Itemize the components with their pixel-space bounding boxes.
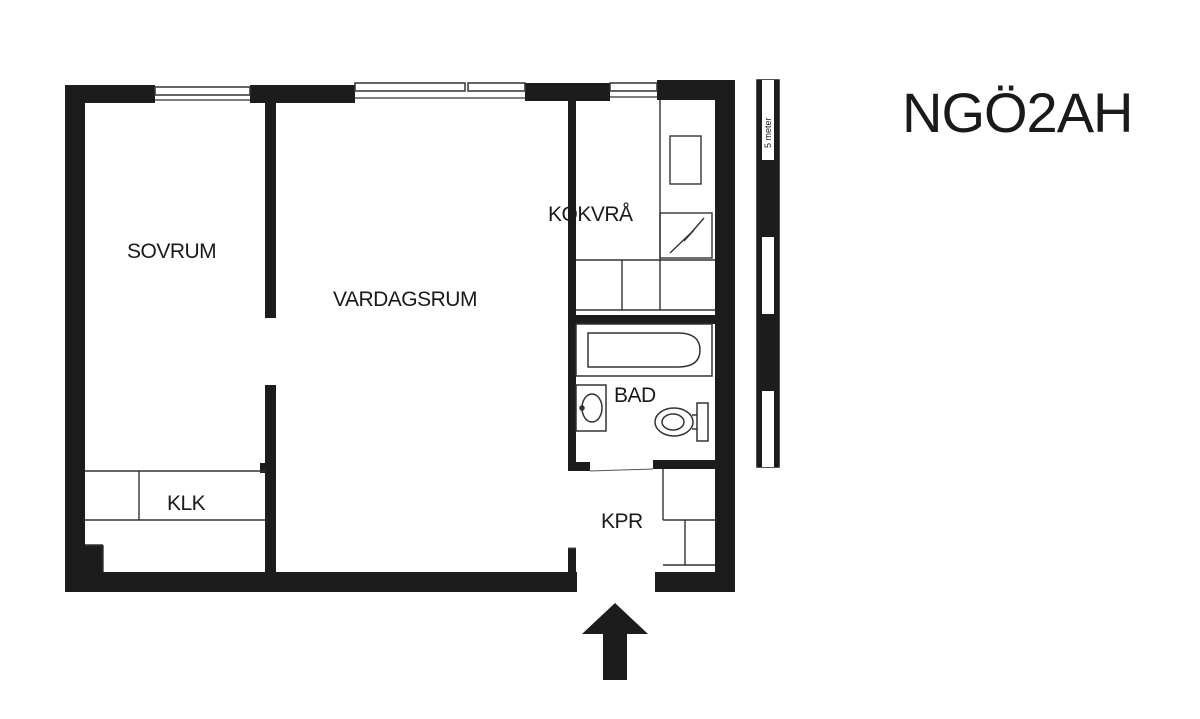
room-label-kpr: KPR (601, 510, 643, 533)
wall-partition-lower (265, 388, 276, 572)
bathroom-fixtures (575, 323, 713, 442)
scale-bar-label: 5 meter (763, 117, 773, 148)
bathtub (575, 323, 713, 377)
room-label-klk: KLK (167, 492, 206, 515)
window-vardagsrum-2 (467, 82, 526, 92)
stove (669, 135, 702, 185)
plan-code: NGÖ2AH (902, 81, 1133, 144)
room-label-sovrum: SOVRUM (127, 240, 216, 263)
toilet-bowl (654, 407, 694, 437)
wall-top-4 (657, 80, 735, 100)
wall-bath-bottom-right (653, 460, 715, 469)
wall-top-1 (65, 85, 155, 103)
wall-klk-corner (85, 545, 103, 572)
wall-bath-bottom-left (568, 462, 590, 471)
window-sovrum (154, 86, 251, 96)
door-openings (568, 468, 654, 549)
interior-walls (85, 101, 715, 572)
wall-partition-upper (265, 103, 276, 318)
outer-walls (65, 80, 735, 592)
klk-closet (85, 470, 265, 572)
window-sills (155, 96, 657, 101)
kpr-closet (662, 469, 715, 566)
sink (575, 384, 607, 432)
wall-vardag-kok (568, 101, 576, 471)
window-kok (609, 82, 658, 92)
toilet-tank (696, 402, 709, 442)
room-label-kokvra: KOKVRÅ (548, 203, 633, 226)
wall-bottom-left (65, 572, 577, 592)
wall-partition-stub (260, 463, 276, 473)
entrance-arrow-icon (582, 603, 648, 680)
wall-left (65, 85, 85, 592)
wall-top-2 (250, 85, 355, 103)
bathtub-inner (587, 332, 701, 368)
fridge (659, 212, 713, 259)
wall-right (715, 80, 735, 592)
wall-top-3 (525, 83, 610, 101)
wall-vardag-kok-lower (568, 548, 576, 572)
scale-bar: 5 meter (756, 79, 780, 468)
windows (154, 82, 658, 96)
room-label-vardagsrum: VARDAGSRUM (333, 288, 477, 311)
kitchen-fixtures (576, 100, 715, 311)
wall-partition-stub-top (265, 385, 276, 391)
wall-bath-top (568, 315, 715, 324)
window-vardagsrum-1 (354, 82, 466, 92)
room-label-bad: BAD (614, 384, 656, 407)
